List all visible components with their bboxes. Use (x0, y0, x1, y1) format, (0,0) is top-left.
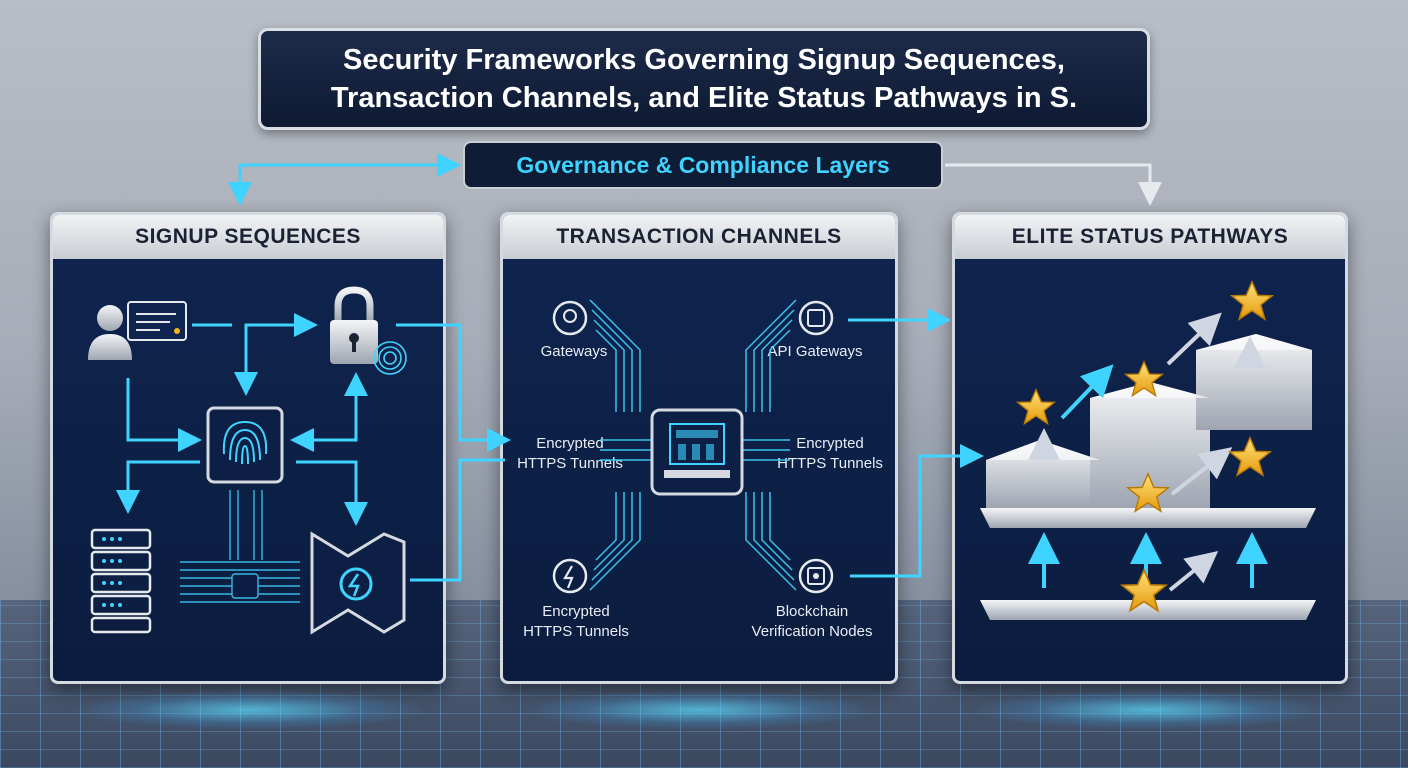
panel-glow (70, 690, 430, 730)
panel-glow (970, 690, 1330, 730)
panel-heading: SIGNUP SEQUENCES (135, 225, 361, 248)
label-line: Blockchain (775, 603, 849, 620)
panel-header: SIGNUP SEQUENCES (53, 215, 443, 259)
label-line: Verification Nodes (751, 623, 873, 640)
governance-box[interactable]: Governance & Compliance Layers (463, 141, 943, 189)
title-banner: Security Frameworks Governing Signup Seq… (258, 28, 1150, 130)
page-title: Security Frameworks Governing Signup Seq… (330, 44, 1078, 114)
panel-heading: TRANSACTION CHANNELS (556, 225, 842, 248)
panel-header: ELITE STATUS PATHWAYS (955, 215, 1345, 259)
label-api-gateways: API Gateways (767, 343, 863, 360)
label-line: Encrypted (542, 603, 610, 620)
label-line: HTTPS Tunnels (523, 623, 629, 640)
label-encrypted-bottom: Encrypted HTTPS Tunnels (514, 602, 638, 642)
label-line: Encrypted (796, 435, 864, 452)
label-gateways: Gateways (540, 343, 608, 360)
label-line: HTTPS Tunnels (517, 455, 623, 472)
panel-header: TRANSACTION CHANNELS (503, 215, 895, 259)
panel-glow (520, 690, 880, 730)
governance-label: Governance & Compliance Layers (516, 151, 890, 178)
panel-signup-sequences: SIGNUP SEQUENCES (50, 212, 446, 684)
label-blockchain: Blockchain Verification Nodes (736, 602, 888, 642)
panel-heading: ELITE STATUS PATHWAYS (1011, 225, 1289, 248)
panel-elite-status-pathways: ELITE STATUS PATHWAYS (952, 212, 1348, 684)
label-encrypted-right: Encrypted HTTPS Tunnels (768, 434, 892, 474)
label-line: Encrypted (536, 435, 604, 452)
label-encrypted-left: Encrypted HTTPS Tunnels (508, 434, 632, 474)
label-line: HTTPS Tunnels (777, 455, 883, 472)
